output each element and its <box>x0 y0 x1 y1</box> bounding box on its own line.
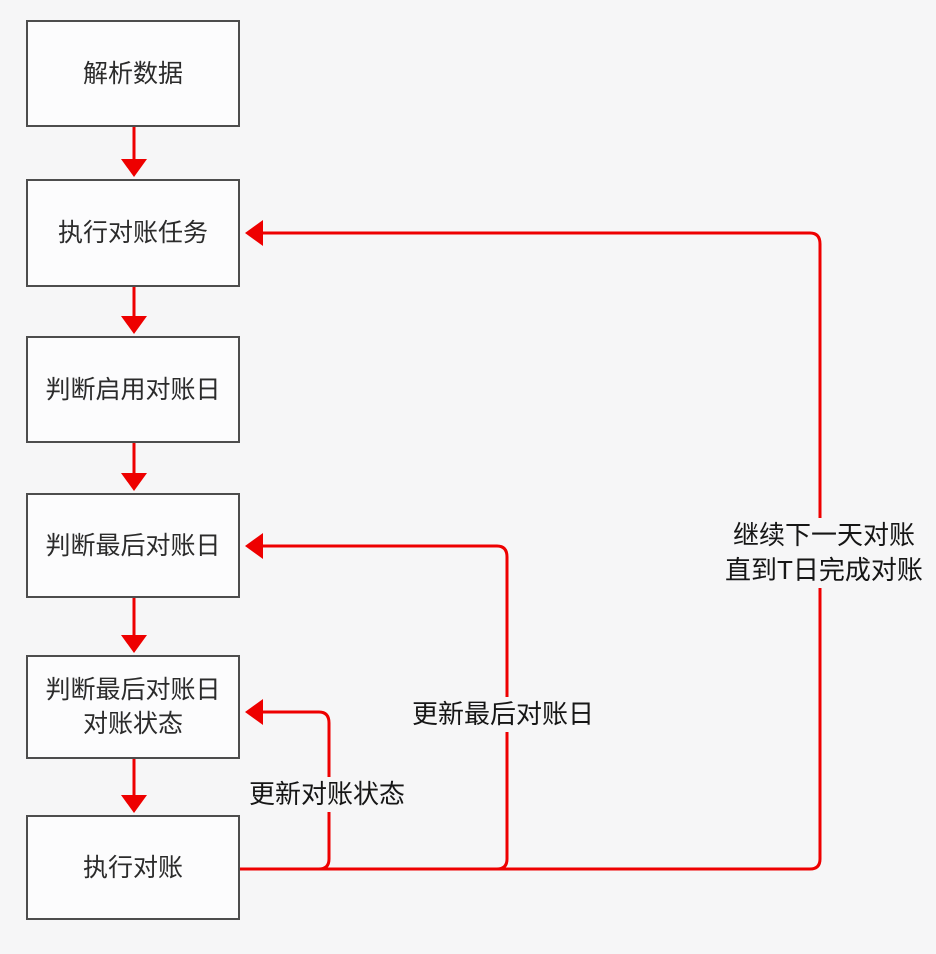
edge-label-update-last-date: 更新最后对账日 <box>406 697 600 732</box>
node-parse-data-label: 解析数据 <box>82 59 183 88</box>
node-check-last-reconciliation-date: 判断最后对账日 <box>26 493 240 598</box>
node-parse-data: 解析数据 <box>26 20 240 127</box>
node-run-reconciliation-task: 执行对账任务 <box>26 179 240 287</box>
node-run-reconciliation-label: 执行对账 <box>82 853 183 882</box>
node-check-last-reconciliation-date-label: 判断最后对账日 <box>45 531 221 560</box>
node-check-last-date-status-label-line1: 判断最后对账日 <box>45 676 221 704</box>
node-check-last-date-status-label-line2: 对账状态 <box>82 710 183 738</box>
node-check-last-date-status: 判断最后对账日 对账状态 <box>26 655 240 759</box>
edge-label-update-status: 更新对账状态 <box>243 777 411 812</box>
node-check-enabled-reconciliation-date-label: 判断启用对账日 <box>45 375 221 404</box>
node-run-reconciliation-task-label: 执行对账任务 <box>57 219 208 247</box>
node-run-reconciliation: 执行对账 <box>26 815 240 920</box>
edge-label-continue-next-day: 继续下一天对账 直到T日完成对账 <box>720 518 928 588</box>
arrow-parse-to-task <box>121 127 147 177</box>
arrow-last-date-to-status <box>121 598 147 653</box>
arrow-task-to-enabled-date <box>121 287 147 334</box>
arrow-enabled-date-to-last-date <box>121 443 147 491</box>
arrow-status-to-run <box>121 759 147 813</box>
node-check-enabled-reconciliation-date: 判断启用对账日 <box>26 336 240 443</box>
